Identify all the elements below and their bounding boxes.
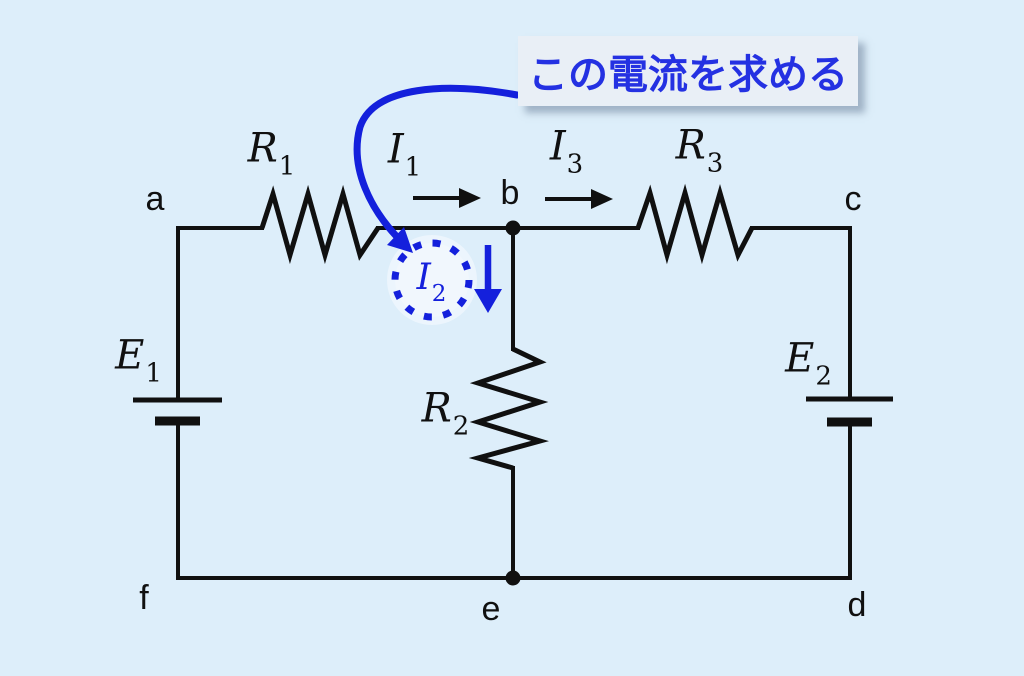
label-e2-base: E [785, 335, 815, 382]
label-i3: I3 [549, 123, 583, 178]
label-i2-base: I [416, 256, 431, 298]
label-i2-sub: 2 [431, 281, 447, 308]
resistors [259, 183, 755, 471]
label-r2-base: R [421, 385, 452, 432]
label-i3-sub: 3 [566, 149, 584, 180]
label-e1: E1 [115, 332, 162, 387]
resistor-r2 [468, 346, 549, 471]
label-i1-base: I [387, 126, 404, 173]
wire-f-to-d [176, 421, 852, 580]
wires [176, 226, 852, 580]
callout-text: この電流を求める [528, 53, 848, 97]
resistor-r1 [259, 184, 381, 265]
battery-e1 [133, 397, 222, 426]
label-i3-base: I [549, 123, 566, 170]
node-label-c: c [844, 180, 862, 218]
label-r1-base: R [247, 125, 278, 172]
node-label-a: a [145, 180, 165, 218]
node-label-b: b [500, 174, 520, 212]
label-r3: R3 [675, 122, 724, 177]
label-e1-sub: 1 [145, 358, 162, 389]
label-r1: R1 [247, 125, 296, 180]
wire-r3-to-e2 [750, 226, 852, 399]
label-r3-base: R [675, 122, 706, 169]
callout-box: この電流を求める [518, 36, 858, 106]
node-label-f: f [139, 579, 149, 617]
callout-arrow [353, 84, 521, 253]
node-label-d: d [847, 586, 867, 624]
label-e2-sub: 2 [815, 361, 832, 392]
battery-e2 [806, 396, 893, 427]
i2-highlight-circle [391, 239, 473, 321]
label-i1: I1 [387, 126, 421, 181]
resistor-r3 [635, 183, 755, 265]
label-r2-sub: 2 [452, 411, 470, 442]
label-i1-sub: 1 [404, 152, 422, 183]
i2-down-arrow [474, 245, 502, 313]
label-e1-base: E [115, 332, 145, 379]
node-dot-b [505, 220, 521, 236]
wire-a-to-e1 [176, 226, 264, 400]
current-arrow-i3 [545, 189, 613, 209]
node-dot-e [505, 570, 521, 586]
label-i2: I2 [416, 256, 447, 305]
label-r3-sub: 3 [706, 148, 724, 179]
node-label-e: e [481, 590, 501, 628]
current-arrow-i1 [413, 188, 481, 208]
label-r2: R2 [421, 385, 470, 440]
label-r1-sub: 1 [278, 151, 296, 182]
i2-halo [387, 235, 477, 325]
label-e2: E2 [785, 335, 832, 390]
